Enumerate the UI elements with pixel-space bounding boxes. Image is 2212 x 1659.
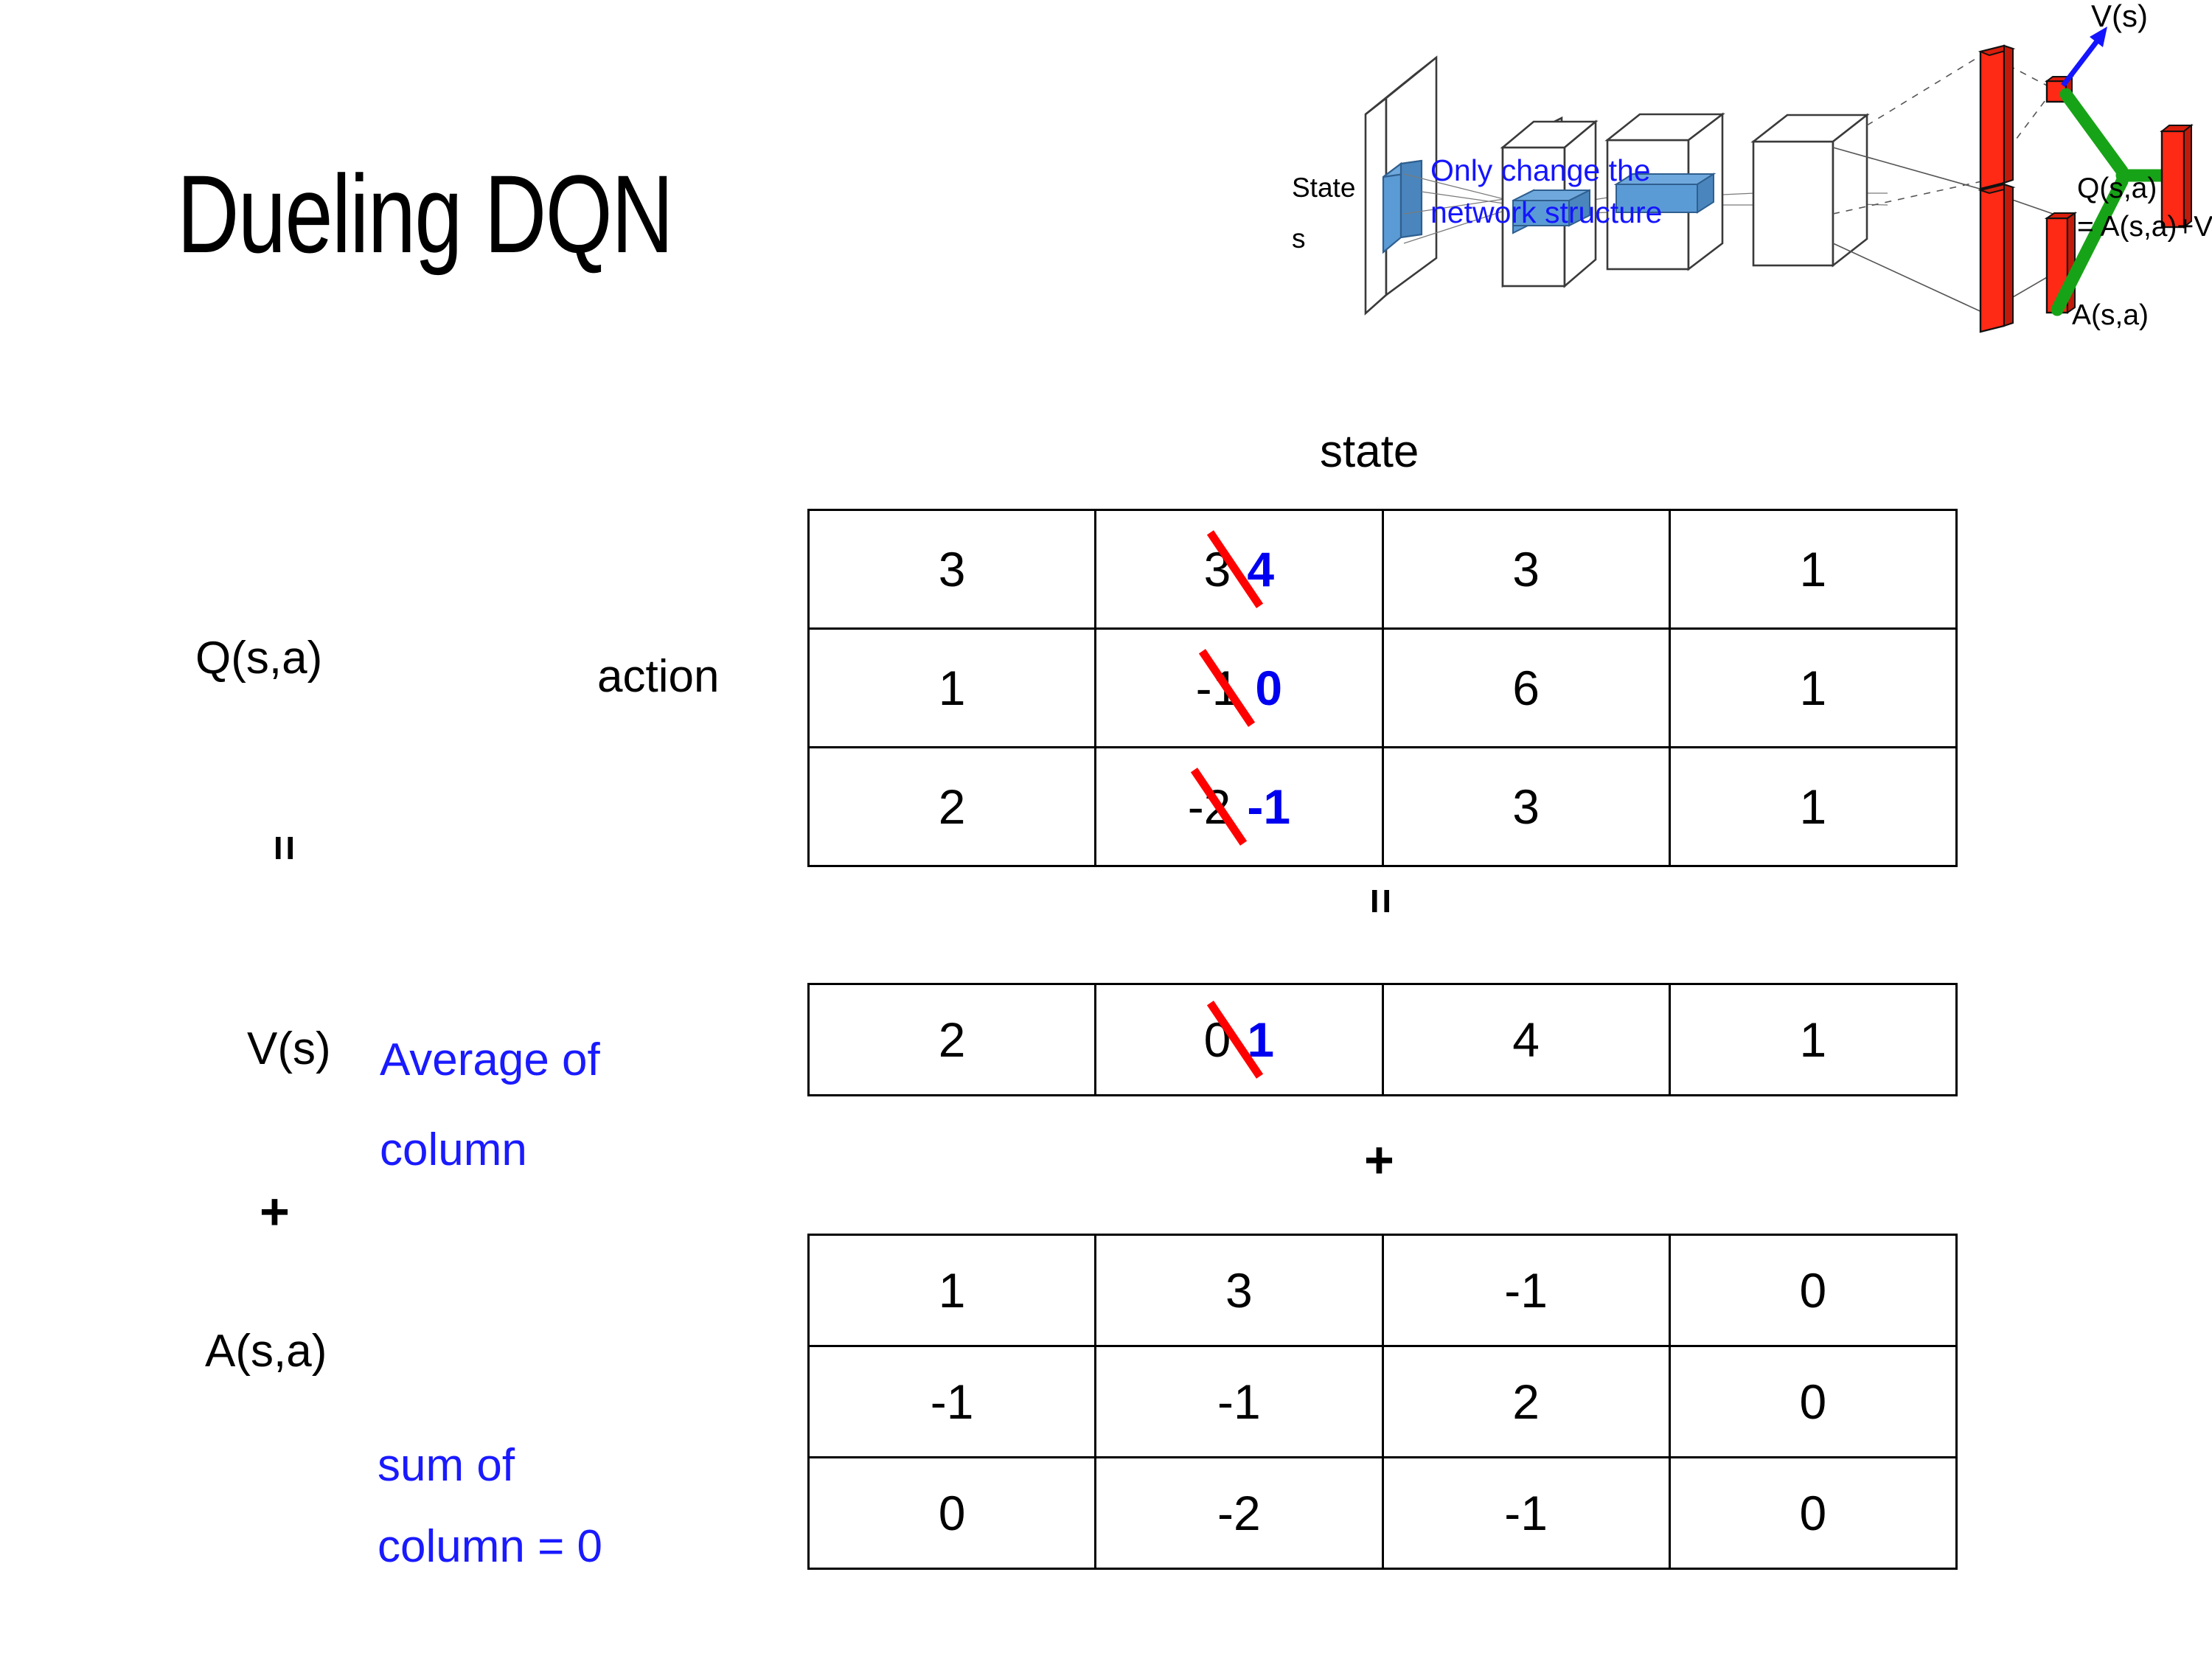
cell-old-value: -2: [1188, 768, 1247, 846]
table-cell: 6: [1381, 627, 1671, 748]
cell-value: -1: [1504, 1486, 1548, 1540]
cell-value: 3: [938, 542, 966, 597]
diagram-v-label: V(s): [2091, 0, 2148, 33]
table-row: 0 -2 -1 0: [807, 1456, 1958, 1570]
diagram-note-line2: network structure: [1430, 195, 1662, 229]
diagram-q-label-line2: = A(s,a)+V(s): [2077, 211, 2212, 243]
table-cell: 1: [1668, 509, 1958, 630]
cell-old-value: -1: [1196, 649, 1255, 727]
table-cell: 1: [807, 627, 1097, 748]
label-q-function: Q(s,a): [195, 633, 323, 684]
note-average-of-column-line1: Average of: [380, 1034, 600, 1085]
table-cell: 0: [1668, 1345, 1958, 1458]
table-cell: 1: [807, 1234, 1097, 1347]
table-cell: 1: [1668, 627, 1958, 748]
cell-value: 1: [1799, 779, 1827, 834]
cell-value: 1: [1799, 542, 1827, 597]
table-row: 1 3 -1 0: [807, 1234, 1958, 1347]
table-cell: 4: [1381, 983, 1671, 1096]
strikethrough-icon: [1190, 768, 1247, 846]
cell-value: 0: [1799, 1263, 1827, 1318]
axis-label-action: action: [597, 651, 720, 702]
strikethrough-icon: [1198, 649, 1255, 727]
table-cell: 0: [1668, 1234, 1958, 1347]
table-cell: 1: [1668, 983, 1958, 1096]
label-v-function: V(s): [247, 1023, 331, 1074]
table-cell: -1: [1381, 1234, 1671, 1347]
table-cell: 1: [1668, 746, 1958, 867]
table-row: 2 -2-1 3 1: [807, 746, 1958, 867]
note-sum-of-column-line1: sum of: [378, 1440, 515, 1491]
table-cell: 3: [1381, 746, 1671, 867]
cell-old-value: 0: [1204, 1001, 1263, 1079]
cell-new-value: -1: [1247, 779, 1291, 834]
table-cell: 2: [807, 746, 1097, 867]
dueling-network-diagram: State s V(s) Q(s,a) = A(s,a)+V(s) A(s,a)…: [1091, 0, 2212, 413]
page-title: Dueling DQN: [177, 152, 674, 276]
cell-value: 0: [1799, 1374, 1827, 1429]
cell-value: 3: [1512, 779, 1540, 834]
cell-value: 4: [1512, 1012, 1540, 1067]
operator-plus-1: +: [260, 1183, 290, 1240]
diagram-note-line1: Only change the: [1430, 153, 1651, 187]
table-cell: -1: [807, 1345, 1097, 1458]
cell-value: 3: [1225, 1263, 1253, 1318]
note-sum-of-column-line2: column = 0: [378, 1521, 603, 1572]
axis-label-state: state: [1320, 426, 1419, 477]
cell-value: 2: [938, 1012, 966, 1067]
note-average-of-column-line2: column: [380, 1124, 527, 1175]
cell-value: -1: [1504, 1263, 1548, 1318]
cell-value: 6: [1512, 661, 1540, 715]
cell-new-value: 1: [1247, 1012, 1275, 1067]
operator-equals-2: =: [1356, 888, 1406, 914]
cell-value: 2: [938, 779, 966, 834]
cell-value: -1: [1217, 1374, 1261, 1429]
cell-value: 2: [1512, 1374, 1540, 1429]
diagram-state-label-line1: State: [1292, 173, 1355, 203]
table-cell: -2-1: [1094, 746, 1384, 867]
diagram-state-label-line2: s: [1292, 223, 1306, 254]
cell-old-value: 3: [1204, 530, 1263, 608]
cell-value: 1: [1799, 1012, 1827, 1067]
table-cell: -1: [1381, 1456, 1671, 1570]
cell-value: -2: [1217, 1486, 1261, 1540]
a-value-table: 1 3 -1 0 -1 -1 2 0 0 -2 -1 0: [807, 1234, 1958, 1570]
table-cell: 3: [1381, 509, 1671, 630]
table-cell: -2: [1094, 1456, 1384, 1570]
table-cell: 2: [807, 983, 1097, 1096]
cell-value: 3: [1512, 542, 1540, 597]
cell-value: 0: [938, 1486, 966, 1540]
diagram-q-label-line1: Q(s,a): [2077, 173, 2157, 204]
cell-value: 1: [938, 1263, 966, 1318]
diagram-a-label: A(s,a): [2072, 299, 2149, 331]
operator-equals-1: =: [260, 835, 310, 861]
cell-value: 1: [1799, 661, 1827, 715]
label-a-function: A(s,a): [205, 1326, 327, 1377]
cell-new-value: 0: [1255, 661, 1283, 715]
table-cell: -1: [1094, 1345, 1384, 1458]
table-cell: 0: [1668, 1456, 1958, 1570]
table-cell: 2: [1381, 1345, 1671, 1458]
table-cell: 3: [1094, 1234, 1384, 1347]
table-cell: 3: [807, 509, 1097, 630]
cell-value: -1: [930, 1374, 974, 1429]
operator-plus-2: +: [1364, 1131, 1394, 1189]
table-row: -1 -1 2 0: [807, 1345, 1958, 1458]
table-cell: 0: [807, 1456, 1097, 1570]
cell-value: 0: [1799, 1486, 1827, 1540]
cell-new-value: 4: [1247, 542, 1275, 597]
cell-value: 1: [938, 661, 966, 715]
